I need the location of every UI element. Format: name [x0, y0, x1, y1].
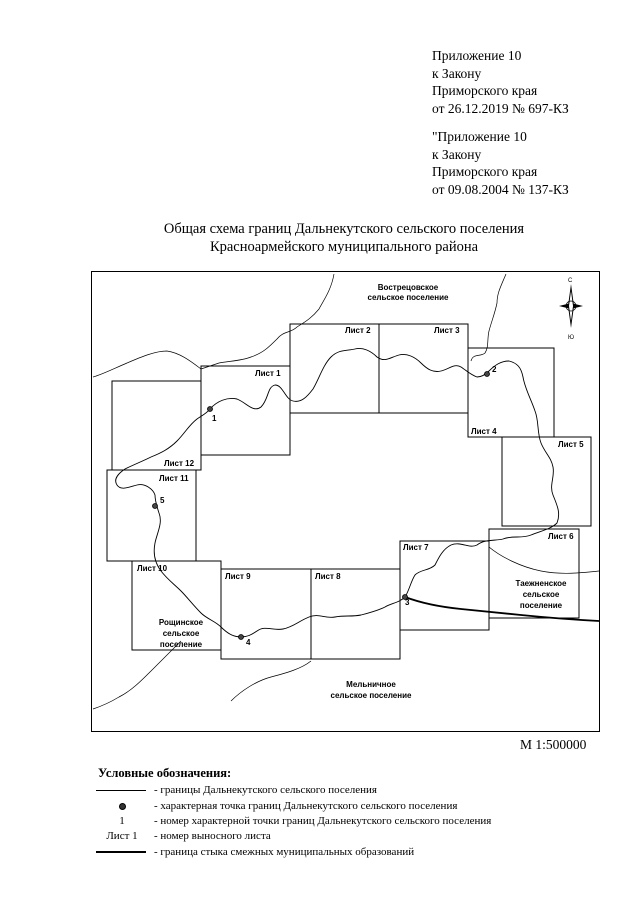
sheet-label-1: Лист 1 — [255, 369, 281, 378]
appendix-header-original: "Приложение 10 к Закону Приморского края… — [432, 128, 569, 198]
appendix-line: к Закону — [432, 65, 482, 81]
area-label-melnichnoe-1: Мельничное — [346, 680, 396, 689]
point-number-5: 5 — [160, 496, 165, 505]
boundary-point-3 — [402, 594, 408, 600]
point-number-4: 4 — [246, 638, 251, 647]
legend-item: Лист 1 - номер выносного листа — [96, 828, 616, 844]
appendix-line: Приморского края — [432, 83, 538, 98]
sheet-frame-8 — [310, 568, 401, 660]
appendix-line: от 26.12.2019 № 697-КЗ — [432, 100, 569, 116]
point-number-1: 1 — [212, 414, 217, 423]
municipal-junction-line — [404, 596, 599, 622]
sheet-label-3: Лист 3 — [434, 326, 460, 335]
river-left-upper — [92, 350, 202, 378]
river-right — [488, 546, 599, 574]
boundary-point-1 — [207, 406, 213, 412]
legend-text: - номер характерной точки границ Дальнек… — [154, 815, 492, 827]
map-title-line2: Красноармейского муниципального района — [209, 239, 479, 255]
legend-item: - граница стыка смежных муниципальных об… — [96, 844, 616, 860]
sheet-label-4: Лист 4 — [471, 427, 497, 436]
settlement-boundary — [115, 348, 560, 638]
boundary-point-5 — [152, 503, 158, 509]
point-number-3: 3 — [405, 598, 410, 607]
sheet-label-7: Лист 7 — [403, 543, 429, 552]
compass-south-label: Ю — [568, 335, 574, 341]
map-scale: М 1:500000 — [520, 737, 587, 752]
map-frame: 1 2 3 4 5 Лист 1 Лист 2 Лист 3 Лист 4 Ли… — [91, 271, 600, 732]
area-label-taezhenskoe-3: поселение — [520, 601, 563, 610]
sheet-frame-6 — [488, 528, 580, 619]
legend-text: - номер выносного листа — [154, 830, 271, 842]
area-label-vostretsovskoe-2: сельское поселение — [368, 293, 449, 302]
legend-item: 1 - номер характерной точки границ Дальн… — [96, 813, 616, 829]
sheet-frame-11 — [106, 469, 197, 562]
sheet-label-8: Лист 8 — [315, 572, 341, 581]
sheet-frame-12 — [111, 380, 202, 471]
appendix-line: от 09.08.2004 № 137-КЗ — [432, 181, 569, 197]
legend-number-symbol: 1 — [119, 815, 125, 827]
sheet-frame-3 — [378, 323, 469, 414]
appendix-line: "Приложение 10 — [432, 129, 527, 144]
area-label-roshchinskoe-3: поселение — [160, 640, 203, 649]
sheet-label-12: Лист 12 — [164, 459, 195, 468]
sheet-label-11: Лист 11 — [159, 474, 189, 483]
area-label-vostretsovskoe-1: Вострецовское — [378, 283, 439, 292]
point-number-2: 2 — [492, 365, 497, 374]
sheet-frames — [106, 323, 592, 660]
area-label-taezhenskoe-2: сельское — [523, 590, 560, 599]
sheet-frame-7 — [399, 540, 490, 631]
sheet-label-2: Лист 2 — [345, 326, 371, 335]
legend-item: - характерная точка границ Дальнекутског… — [96, 798, 616, 814]
sheet-frame-9 — [220, 568, 312, 660]
area-label-taezhenskoe-1: Таежненское — [516, 579, 568, 588]
area-label-melnichnoe-2: сельское поселение — [331, 691, 412, 700]
appendix-line: Приложение 10 — [432, 48, 522, 63]
sheet-label-5: Лист 5 — [558, 440, 584, 449]
legend-title: Условные обозначения: — [98, 766, 232, 780]
legend-sheet-symbol: Лист 1 — [106, 830, 138, 842]
boundary-point-2 — [484, 371, 490, 377]
area-label-roshchinskoe-1: Рощинское — [159, 618, 204, 627]
compass-rose-icon: С Ю — [559, 278, 583, 341]
sheet-frame-2 — [289, 323, 380, 414]
legend-item: - границы Дальнекутского сельского посел… — [96, 782, 616, 798]
legend-text: - граница стыка смежных муниципальных об… — [154, 846, 415, 858]
compass-north-label: С — [568, 278, 573, 284]
area-label-roshchinskoe-2: сельское — [163, 629, 200, 638]
legend-thick-line-symbol — [96, 844, 148, 860]
sheet-frame-4 — [467, 347, 555, 438]
sheet-frame-5 — [501, 436, 592, 527]
appendix-header-current: Приложение 10 к Закону Приморского края … — [432, 47, 569, 117]
legend-dot-symbol — [96, 798, 148, 814]
sheet-label-10: Лист 10 — [137, 564, 168, 573]
map-canvas: 1 2 3 4 5 Лист 1 Лист 2 Лист 3 Лист 4 Ли… — [92, 273, 599, 710]
sheet-frame-1 — [200, 365, 291, 456]
river-top-left — [200, 273, 335, 370]
legend-thin-line-symbol — [96, 782, 148, 798]
river-bottom — [230, 660, 312, 702]
sheet-label-9: Лист 9 — [225, 572, 251, 581]
river-left-lower — [92, 640, 182, 710]
appendix-line: Приморского края — [432, 164, 538, 179]
boundary-point-4 — [238, 634, 244, 640]
legend-text: - характерная точка границ Дальнекутског… — [154, 800, 458, 812]
sheet-label-6: Лист 6 — [548, 532, 574, 541]
river-right-upper — [470, 273, 507, 362]
characteristic-points — [152, 371, 490, 640]
map-title-line1: Общая схема границ Дальнекутского сельск… — [163, 221, 525, 237]
rivers — [92, 273, 599, 710]
appendix-line: к Закону — [432, 146, 482, 162]
legend-text: - границы Дальнекутского сельского посел… — [154, 784, 377, 796]
